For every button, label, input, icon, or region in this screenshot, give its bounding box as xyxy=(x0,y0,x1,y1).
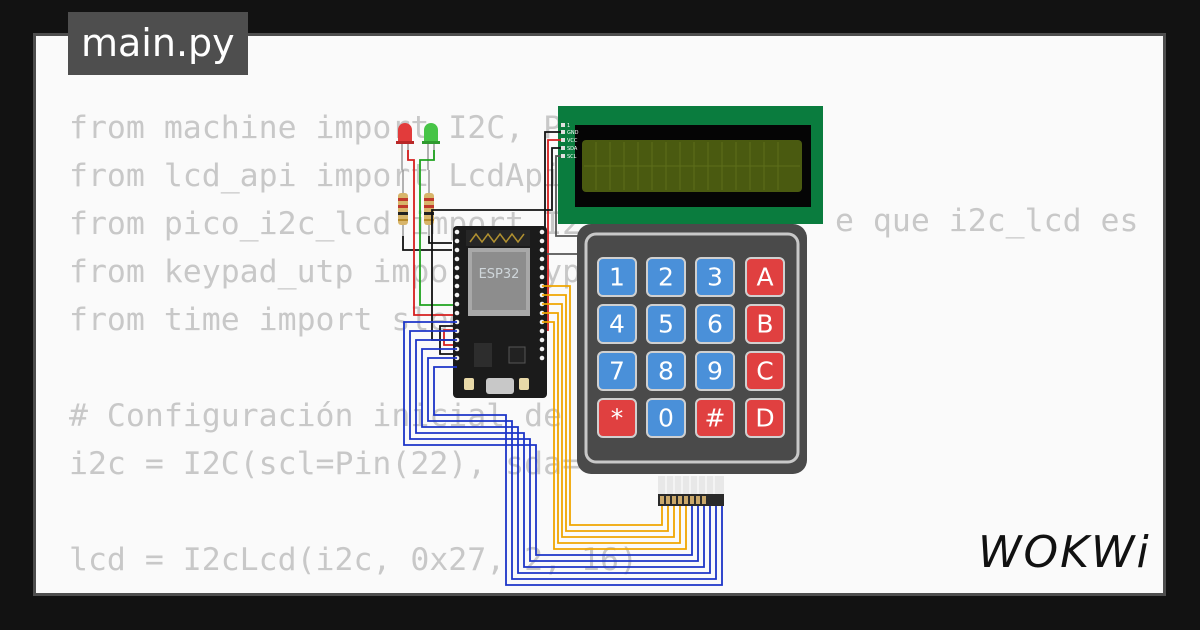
key-0[interactable] xyxy=(646,398,686,438)
code-line: lcd = I2cLcd(i2c, 0x27, 2, 16) xyxy=(69,542,638,578)
code-line: from time import sleep xyxy=(69,302,487,338)
led-green[interactable] xyxy=(422,123,440,170)
key-b[interactable] xyxy=(745,304,785,344)
esp32-board[interactable]: ESP32 xyxy=(453,226,547,398)
key-hash[interactable] xyxy=(695,398,735,438)
key-label: A xyxy=(756,263,773,292)
lcd-pin-header: 1 GND VCC SDA SCL xyxy=(561,123,579,160)
key-label: 3 xyxy=(707,263,723,292)
key-d[interactable] xyxy=(745,398,785,438)
key-5[interactable] xyxy=(646,304,686,344)
key-c[interactable] xyxy=(745,351,785,391)
keypad-wires-blue xyxy=(403,321,723,586)
code-fragment: e que i2c_lcd es xyxy=(835,203,1138,239)
key-label: 1 xyxy=(609,263,625,292)
code-line: i2c = I2C(scl=Pin(22), sda= xyxy=(69,446,582,482)
code-line: from lcd_api import LcdApi xyxy=(69,158,563,194)
key-a[interactable] xyxy=(745,257,785,297)
key-label: # xyxy=(705,404,726,433)
wokwi-logo: WOKWi xyxy=(978,527,1151,578)
key-label: 2 xyxy=(658,263,674,292)
lcd-pin-label: SDA xyxy=(567,146,578,152)
key-label: * xyxy=(611,404,624,433)
key-label: B xyxy=(756,310,773,339)
file-tab[interactable]: main.py xyxy=(68,12,248,75)
key-4[interactable] xyxy=(597,304,637,344)
key-8[interactable] xyxy=(646,351,686,391)
key-label: 7 xyxy=(609,357,625,386)
key-7[interactable] xyxy=(597,351,637,391)
key-label: 6 xyxy=(707,310,723,339)
key-label: 9 xyxy=(707,357,723,386)
key-3[interactable] xyxy=(695,257,735,297)
key-6[interactable] xyxy=(695,304,735,344)
key-label: 4 xyxy=(609,310,625,339)
esp32-label: ESP32 xyxy=(479,267,520,282)
lcd-pin-label: VCC xyxy=(567,138,578,144)
keypad[interactable]: 1 2 3 A 4 5 6 B 7 8 9 C * 0 # D xyxy=(577,224,807,506)
code-line: LEDR = Pin(23 Pin OUT) xyxy=(69,584,638,593)
key-label: 5 xyxy=(658,310,674,339)
key-2[interactable] xyxy=(646,257,686,297)
key-star[interactable] xyxy=(597,398,637,438)
code-line: # Configuración inicial de xyxy=(69,398,563,434)
key-label: D xyxy=(755,404,774,433)
key-label: C xyxy=(756,357,773,386)
key-9[interactable] xyxy=(695,351,735,391)
lcd-pin-label: 1 xyxy=(567,123,570,129)
resistor[interactable] xyxy=(398,170,408,236)
lcd-display[interactable]: 1 GND VCC SDA SCL xyxy=(558,106,823,224)
lcd-pin-label: GND xyxy=(567,130,579,136)
lcd-pin-label: SCL xyxy=(567,154,577,160)
led-red[interactable] xyxy=(396,123,414,170)
keypad-wires-orange xyxy=(542,285,687,550)
key-label: 0 xyxy=(658,404,674,433)
key-1[interactable] xyxy=(597,257,637,297)
key-label: 8 xyxy=(658,357,674,386)
